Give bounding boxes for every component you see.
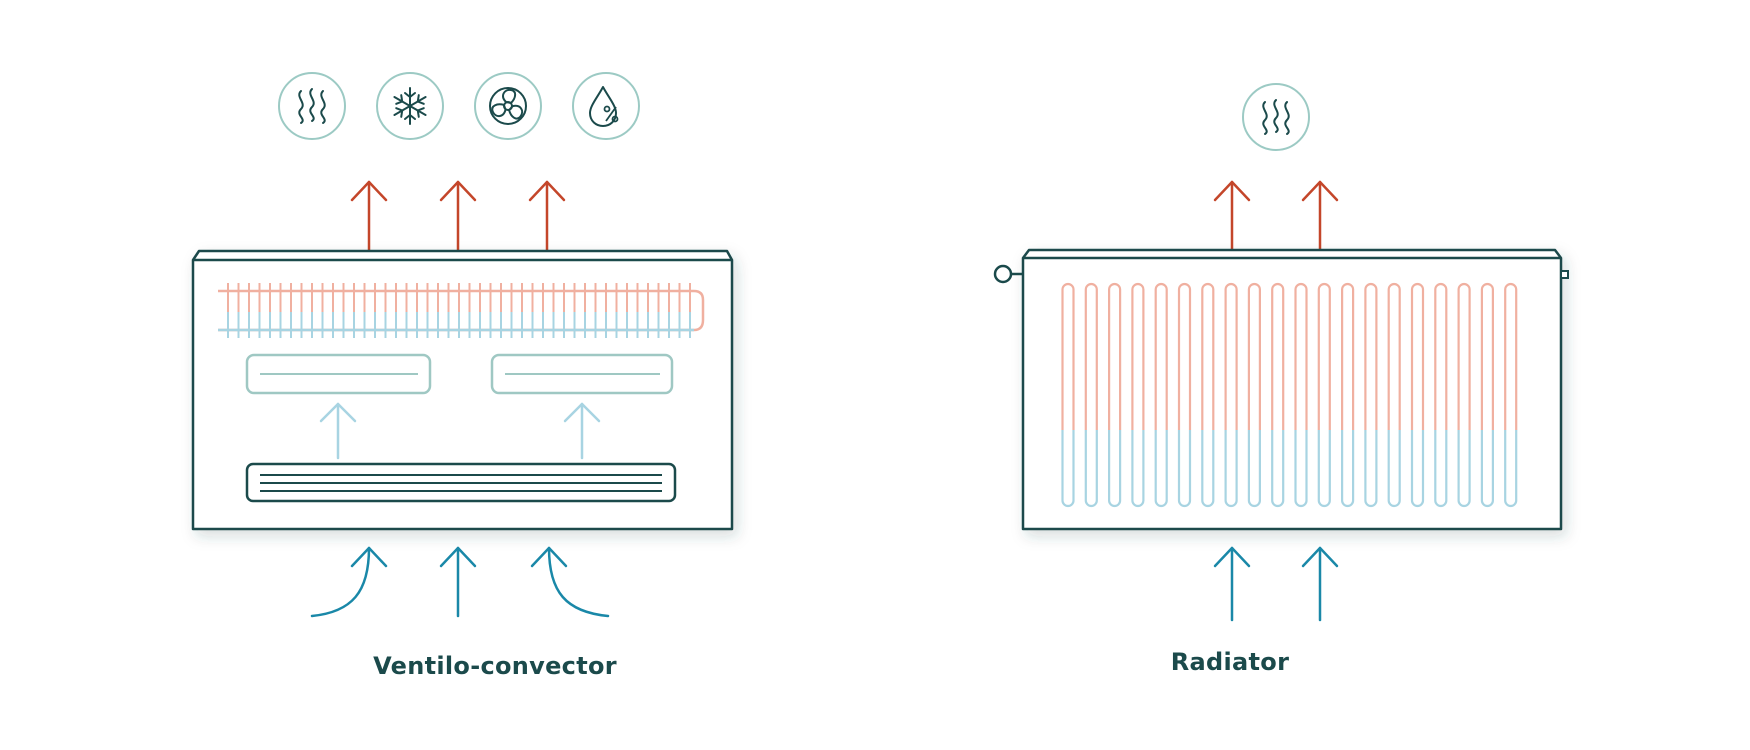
radiator-column-warm — [1154, 282, 1168, 430]
radiator-column-warm — [1410, 282, 1425, 430]
radiator-column-cold — [1434, 430, 1448, 508]
radiator-column-cold — [1410, 430, 1425, 508]
cold-air-intake-arrows — [310, 546, 610, 618]
radiator-column-warm — [1108, 282, 1122, 430]
internal-airflow-arrow — [319, 402, 357, 460]
warm-air-arrow — [1301, 180, 1339, 254]
radiator-column-warm — [1480, 282, 1494, 430]
cold-air-arrow — [439, 546, 477, 618]
warm-air-arrow — [439, 180, 477, 254]
cold-air-intake-arrows — [1213, 546, 1339, 622]
radiator-column — [1084, 282, 1098, 508]
cold-air-arrow — [310, 546, 388, 618]
radiator-bleed-plug — [1560, 270, 1569, 279]
radiator-column — [1224, 282, 1238, 508]
radiator-column-cold — [1457, 430, 1471, 508]
warm-air-arrow — [350, 180, 388, 254]
radiator-column — [1410, 282, 1425, 508]
radiator-column-warm — [1201, 282, 1215, 430]
radiator-column-warm — [1434, 282, 1448, 430]
radiator-column-warm — [1387, 282, 1401, 430]
cooling-icon — [376, 72, 444, 140]
radiator-column — [1341, 282, 1355, 508]
radiator-casing — [1021, 248, 1563, 531]
fan-coil-unit — [191, 249, 734, 531]
radiator-label: Radiator — [1170, 648, 1290, 676]
heating-icon — [1242, 83, 1310, 151]
heat-exchanger-coil — [218, 283, 705, 338]
warm-air-outflow-arrows — [1213, 180, 1339, 254]
radiator-column-warm — [1177, 282, 1192, 430]
radiator-columns — [1061, 282, 1518, 508]
cold-air-arrow — [1213, 546, 1251, 622]
warm-air-arrow — [1213, 180, 1251, 254]
radiator-column-warm — [1294, 282, 1308, 430]
radiator-column — [1154, 282, 1168, 508]
radiator-column-cold — [1294, 430, 1308, 508]
radiator-column-warm — [1131, 282, 1145, 430]
fan-coil-function-icons — [278, 72, 640, 140]
radiator-column — [1364, 282, 1378, 508]
radiator-column-cold — [1154, 430, 1168, 508]
radiator-column-cold — [1317, 430, 1331, 508]
radiator-column — [1504, 282, 1518, 508]
radiator-unit — [993, 248, 1569, 531]
radiator-column — [1457, 282, 1471, 508]
radiator-column — [1317, 282, 1331, 508]
radiator-column-cold — [1247, 430, 1261, 508]
dehumidify-icon — [572, 72, 640, 140]
ventilation-icon — [474, 72, 542, 140]
radiator-column-cold — [1131, 430, 1145, 508]
radiator-column-warm — [1317, 282, 1331, 430]
coil-fins — [227, 283, 691, 338]
radiator-column — [1294, 282, 1308, 508]
warm-air-outflow-arrows — [350, 180, 566, 254]
heating-icon — [278, 72, 346, 140]
radiator-column-cold — [1108, 430, 1122, 508]
fan-coil-label: Ventilo-convector — [373, 652, 617, 680]
radiator-column-warm — [1457, 282, 1471, 430]
radiator-column — [1271, 282, 1285, 508]
radiator-column-warm — [1247, 282, 1261, 430]
radiator-column — [1387, 282, 1401, 508]
radiator-column-warm — [1341, 282, 1355, 430]
radiator-column-warm — [1084, 282, 1098, 430]
radiator-column — [1108, 282, 1122, 508]
radiator-column — [1247, 282, 1261, 508]
radiator-column — [1061, 282, 1075, 508]
radiator-column — [1177, 282, 1192, 508]
radiator-column-warm — [1061, 282, 1075, 430]
cold-air-arrow — [1301, 546, 1339, 622]
radiator-column-cold — [1084, 430, 1098, 508]
radiator-function-icons — [1242, 83, 1310, 151]
radiator-column-warm — [1271, 282, 1285, 430]
radiator-column-warm — [1224, 282, 1238, 430]
radiator-column — [1434, 282, 1448, 508]
cold-air-arrow — [530, 546, 610, 618]
warm-air-arrow — [528, 180, 566, 254]
radiator-column-cold — [1387, 430, 1401, 508]
radiator-column — [1480, 282, 1494, 508]
radiator-column-cold — [1224, 430, 1238, 508]
radiator-column-cold — [1504, 430, 1518, 508]
radiator-column-cold — [1201, 430, 1215, 508]
radiator-column-warm — [1364, 282, 1378, 430]
radiator-column-cold — [1341, 430, 1355, 508]
radiator-column-cold — [1271, 430, 1285, 508]
radiator-column-cold — [1061, 430, 1075, 508]
radiator-column-cold — [1364, 430, 1378, 508]
radiator-column-cold — [1480, 430, 1494, 508]
radiator-column-cold — [1177, 430, 1192, 508]
radiator-column — [1131, 282, 1145, 508]
internal-airflow-arrow — [563, 402, 601, 460]
air-filter-grille — [245, 462, 677, 503]
radiator-valve — [993, 264, 1023, 284]
radiator-column-warm — [1504, 282, 1518, 430]
radiator-column — [1201, 282, 1215, 508]
